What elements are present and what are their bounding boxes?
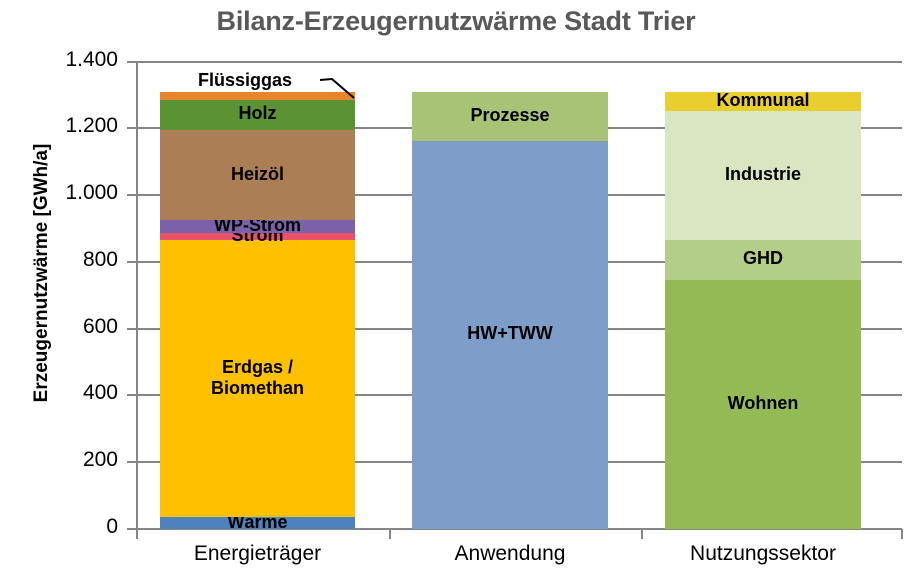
y-axis-tick-label: 800 <box>82 247 118 271</box>
y-axis-tick <box>127 461 136 464</box>
callout-label-fluessiggas: Flüssiggas <box>198 70 293 90</box>
y-axis-tick <box>127 260 136 263</box>
x-axis-tick <box>389 529 391 539</box>
bar-segment[interactable] <box>160 129 355 221</box>
bar-segment[interactable] <box>160 220 355 234</box>
x-axis-category-label: Energieträger <box>193 542 322 565</box>
x-axis-category-label: Nutzungssektor <box>690 542 836 565</box>
bar-segment[interactable] <box>160 99 355 130</box>
y-axis-tick <box>127 528 136 530</box>
y-axis-line <box>136 61 138 531</box>
y-axis-tick <box>127 394 136 397</box>
y-axis-tick <box>127 127 136 130</box>
y-axis-tick-label: 400 <box>82 381 118 405</box>
chart-title: Bilanz-Erzeugernutzwärme Stadt Trier <box>216 6 696 36</box>
bar-segment[interactable] <box>665 279 861 529</box>
x-axis-tick <box>641 529 643 539</box>
x-axis-tick <box>901 529 903 539</box>
gridline <box>136 60 902 63</box>
y-axis-tick <box>127 194 136 197</box>
bar-segment[interactable] <box>665 240 861 280</box>
bar-segment[interactable] <box>412 140 608 529</box>
bar-segment[interactable] <box>160 517 355 529</box>
bar-segment[interactable] <box>665 110 861 241</box>
bar-segment[interactable] <box>160 233 355 241</box>
gridline <box>136 528 902 530</box>
y-axis-tick-label: 200 <box>82 448 118 472</box>
bar-segment[interactable] <box>665 92 861 111</box>
bar-segment[interactable] <box>160 92 355 100</box>
y-axis-tick <box>127 60 136 63</box>
y-axis-tick-label: 1.200 <box>65 114 118 138</box>
x-axis-tick <box>136 529 138 539</box>
y-axis-tick-label: 1.400 <box>65 47 118 71</box>
y-axis-tick-label: 1.000 <box>65 181 118 205</box>
y-axis-tick-label: 0 <box>106 515 118 538</box>
x-axis-category-label: Anwendung <box>454 542 566 565</box>
y-axis-tick <box>127 327 136 330</box>
bar-segment[interactable] <box>160 240 355 518</box>
y-axis-tick-label: 600 <box>82 314 118 338</box>
bar-segment[interactable] <box>412 92 608 141</box>
